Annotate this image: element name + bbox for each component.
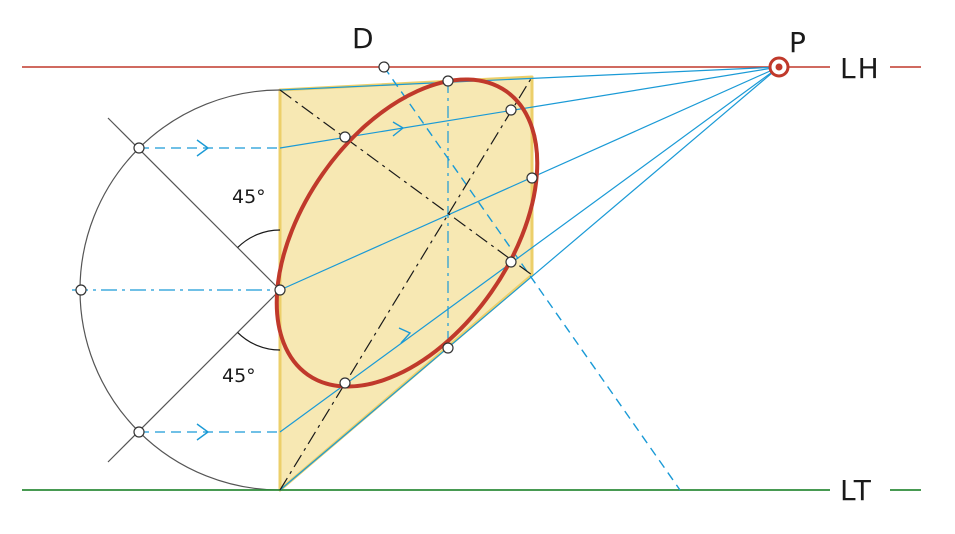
angle-arc-upper bbox=[237, 229, 281, 249]
distance-point-line bbox=[383, 66, 681, 491]
label-angle-upper: 45° bbox=[232, 186, 266, 208]
point-ellipse-bottom bbox=[442, 342, 454, 354]
point-ellipse-lower-right bbox=[505, 256, 517, 268]
point-semicircle-left bbox=[75, 284, 87, 296]
arrow-lower bbox=[196, 423, 210, 441]
point-ellipse-top bbox=[442, 75, 454, 87]
arrow-inner-upper bbox=[392, 121, 405, 137]
projection-lines bbox=[72, 147, 280, 433]
direction-arrows bbox=[196, 121, 412, 441]
construction-points bbox=[75, 61, 538, 438]
point-semicircle-lower bbox=[133, 426, 145, 438]
arrow-upper bbox=[196, 139, 210, 157]
point-center-left bbox=[274, 284, 286, 296]
vanishing-point-dot bbox=[775, 63, 783, 71]
vanishing-point-p bbox=[768, 56, 790, 78]
ray-top-edge bbox=[279, 66, 780, 91]
square-diagonal-a bbox=[279, 89, 533, 276]
ray-bottom-edge bbox=[279, 66, 780, 491]
ray-upper bbox=[279, 66, 780, 149]
point-ellipse-right bbox=[526, 172, 538, 184]
label-horizon-line: LH bbox=[840, 52, 881, 85]
point-ellipse-lower-left bbox=[339, 377, 351, 389]
point-ellipse-upper-left bbox=[339, 131, 351, 143]
point-ellipse-upper-right bbox=[505, 104, 517, 116]
label-ground-line: LT bbox=[840, 474, 873, 507]
vanishing-rays bbox=[279, 66, 780, 491]
arrow-inner-lower bbox=[398, 327, 412, 344]
angle-arc-lower bbox=[237, 331, 281, 351]
label-point-d: D bbox=[352, 22, 376, 55]
label-point-p: P bbox=[789, 26, 808, 59]
ray-lower bbox=[279, 66, 780, 433]
point-distance-d bbox=[378, 61, 390, 73]
point-semicircle-upper bbox=[133, 142, 145, 154]
label-angle-lower: 45° bbox=[222, 365, 256, 387]
perspective-ellipse bbox=[274, 77, 540, 389]
